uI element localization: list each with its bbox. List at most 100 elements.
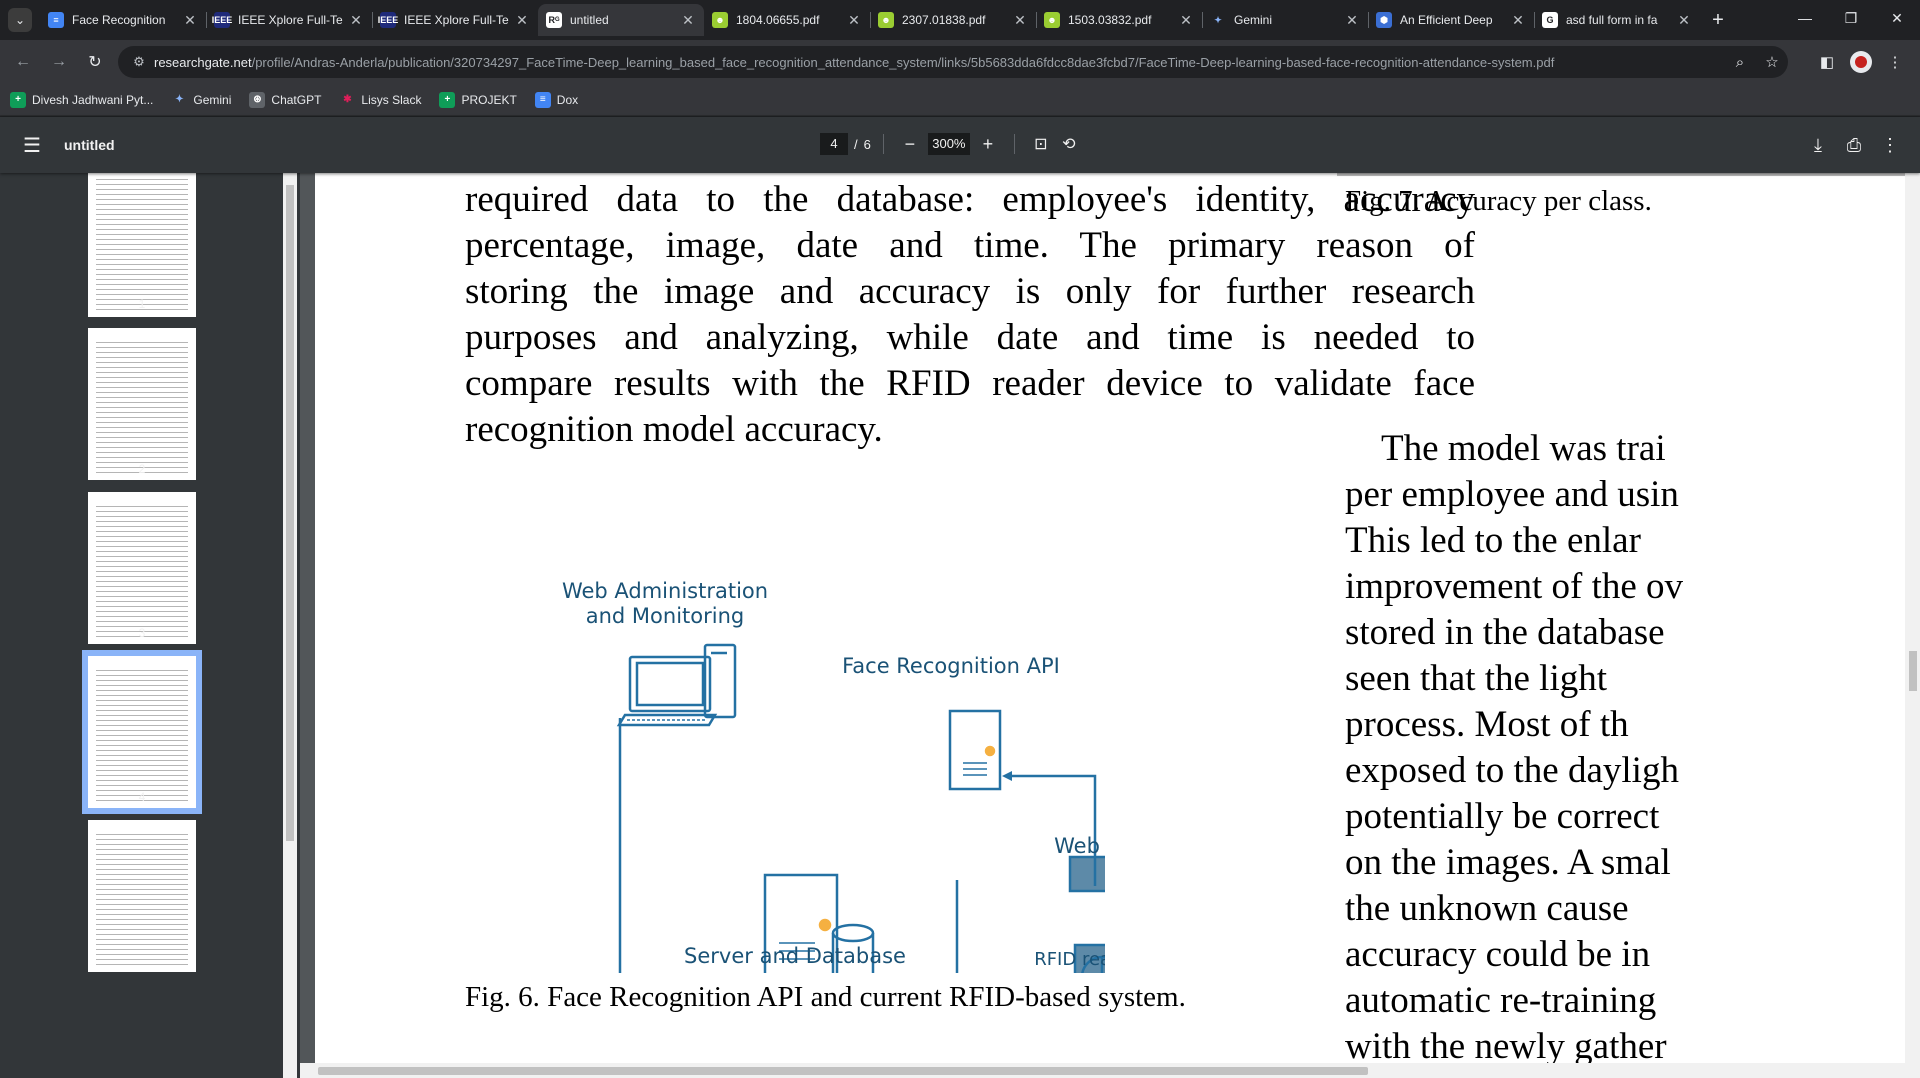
thumbnail-text-line	[96, 924, 188, 925]
tab-6[interactable]: ☻1503.03832.pdf✕	[1036, 4, 1202, 36]
bookmark-star-icon[interactable]: ☆	[1765, 54, 1779, 71]
close-tab-icon[interactable]: ✕	[1678, 11, 1690, 28]
tab-8[interactable]: ⬢An Efficient Deep✕	[1368, 4, 1534, 36]
reload-icon: ↻	[88, 54, 102, 71]
document-vertical-scrollbar[interactable]	[1905, 173, 1920, 1063]
tab-title: IEEE Xplore Full-Te	[404, 13, 509, 27]
thumbnail-text-line	[96, 954, 188, 955]
figure-border	[1337, 173, 1920, 176]
close-tab-icon[interactable]: ✕	[1346, 11, 1358, 28]
text-line: improvement of the ov	[1345, 566, 1684, 607]
tab-0[interactable]: ≡Face Recognition✕	[40, 4, 206, 36]
thumbnail-page-2[interactable]	[88, 328, 196, 480]
bookmark-label: PROJEKT	[461, 92, 517, 107]
thumbnail-page-4[interactable]	[82, 650, 202, 814]
profile-button[interactable]	[1844, 46, 1878, 78]
thumbnail-text-line	[96, 735, 188, 736]
zoom-in-button[interactable]: +	[974, 130, 1002, 158]
close-window-button[interactable]: ✕	[1891, 9, 1903, 26]
thumbnail-text-line	[96, 631, 188, 632]
bookmark-item[interactable]: ⊛ChatGPT	[249, 91, 321, 108]
bookmark-item[interactable]: +Divesh Jadhwani Pyt...	[10, 91, 153, 108]
thumbnail-text-line	[96, 184, 188, 185]
restore-button[interactable]: ❐	[1844, 9, 1858, 26]
thumbnail-text-line	[96, 234, 188, 235]
close-tab-icon[interactable]: ✕	[516, 11, 528, 28]
back-button[interactable]: ←	[6, 45, 40, 79]
page-number-input[interactable]: 4	[820, 133, 848, 155]
fit-page-button[interactable]: ⊡	[1027, 130, 1055, 158]
scrollbar-thumb[interactable]	[286, 185, 294, 841]
pdf-more-button[interactable]: ⋮	[1876, 131, 1904, 159]
zoom-out-button[interactable]: −	[896, 130, 924, 158]
new-tab-button[interactable]: +	[1712, 8, 1724, 31]
tab-5[interactable]: ☻2307.01838.pdf✕	[870, 4, 1036, 36]
text-line: percentage, image, date and time. The pr…	[465, 225, 1475, 266]
bookmark-item[interactable]: ✱Lisys Slack	[339, 92, 421, 108]
thumbnail-text-line	[96, 904, 188, 905]
label-face-api: Face Recognition API	[842, 654, 1060, 678]
thumbnail-text-line	[96, 442, 188, 443]
bookmark-item[interactable]: ≡Dox	[534, 91, 578, 108]
zoom-input[interactable]: 300%	[927, 133, 970, 155]
thumbnail-text-line	[96, 785, 188, 786]
bookmark-item[interactable]: +PROJEKT	[439, 91, 517, 108]
thumbnail-text-line	[96, 566, 188, 567]
thumbnail-text-line	[96, 561, 188, 562]
thumbnail-text-line	[96, 536, 188, 537]
docs-icon: ≡	[534, 91, 551, 108]
thumbnail-page-1[interactable]	[88, 173, 196, 317]
forward-button[interactable]: →	[42, 45, 76, 79]
text-line: seen that the light	[1345, 658, 1608, 699]
pdf-toolbar: ☰ untitled 4 / 6 − 300% + ⊡ ⟲ ⤓ ⎙ ⋮	[0, 117, 1920, 173]
download-button[interactable]: ⤓	[1804, 131, 1832, 159]
thumbnail-text-line	[96, 214, 188, 215]
reload-button[interactable]: ↻	[78, 45, 112, 79]
thumbnail-page-5[interactable]	[88, 820, 196, 972]
close-tab-icon[interactable]: ✕	[184, 11, 196, 28]
close-tab-icon[interactable]: ✕	[848, 11, 860, 28]
address-bar[interactable]: ⚙ researchgate.net/profile/Andras-Anderl…	[118, 46, 1788, 78]
label-server-db: Server and Database	[684, 944, 906, 968]
bookmark-item[interactable]: ✦Gemini	[171, 92, 231, 108]
rotate-button[interactable]: ⟲	[1055, 130, 1083, 158]
tab-search-button[interactable]: ⌄	[8, 8, 32, 32]
side-panel-icon[interactable]: ◧	[1819, 54, 1835, 71]
thumbnail-text-line	[96, 289, 188, 290]
minimize-button[interactable]: —	[1798, 10, 1812, 26]
pdf-icon: ☻	[878, 12, 894, 28]
print-button[interactable]: ⎙	[1840, 131, 1868, 159]
url-text[interactable]: researchgate.net/profile/Andras-Anderla/…	[154, 55, 1724, 70]
tab-4[interactable]: ☻1804.06655.pdf✕	[704, 4, 870, 36]
thumbnail-text-line	[96, 725, 188, 726]
zoom-icon[interactable]: ⌕	[1735, 53, 1745, 71]
close-tab-icon[interactable]: ✕	[1014, 11, 1026, 28]
rfid-reader-icon	[1073, 943, 1105, 973]
sidebar-scrollbar[interactable]	[283, 173, 297, 1078]
thumbnail-text-line	[96, 392, 188, 393]
tab-7[interactable]: ✦Gemini✕	[1202, 4, 1368, 36]
close-tab-icon[interactable]: ✕	[350, 11, 362, 28]
thumbnail-text-line	[96, 551, 188, 552]
ieee-icon: IEEE	[212, 12, 232, 28]
document-horizontal-scrollbar[interactable]	[300, 1063, 1920, 1078]
site-info-icon[interactable]: ⚙	[133, 54, 145, 69]
thumbnail-text-line	[96, 546, 188, 547]
scrollbar-thumb[interactable]	[1909, 651, 1917, 691]
close-tab-icon[interactable]: ✕	[1512, 11, 1524, 28]
menu-icon[interactable]: ☰	[23, 134, 41, 157]
text-line: per employee and usin	[1345, 474, 1679, 515]
thumbnail-text-line	[96, 601, 188, 602]
scrollbar-thumb[interactable]	[318, 1067, 1368, 1075]
more-menu-icon[interactable]: ⋮	[1887, 54, 1903, 71]
thumbnail-text-line	[96, 511, 188, 512]
close-tab-icon[interactable]: ✕	[1180, 11, 1192, 28]
close-tab-icon[interactable]: ✕	[682, 11, 694, 28]
pdf-icon: ☻	[1044, 12, 1060, 28]
thumbnail-page-3[interactable]	[88, 492, 196, 644]
thumbnail-text-line	[96, 452, 188, 453]
